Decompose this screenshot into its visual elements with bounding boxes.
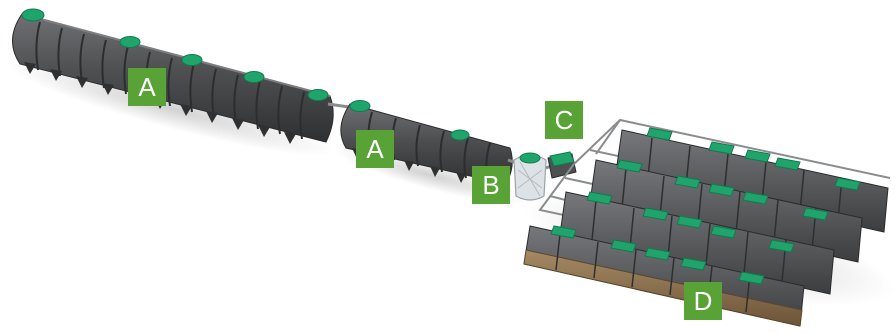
label-c-distribution-box: C — [545, 101, 583, 139]
label-a-large-tank: A — [128, 68, 166, 106]
drain-field-modules — [523, 127, 889, 327]
module-row-4 — [523, 225, 805, 327]
module-row-2 — [589, 159, 863, 263]
large-tank-a — [12, 8, 334, 144]
module-row-3 — [559, 191, 835, 295]
label-d-drain-field: D — [684, 282, 722, 320]
distribution-box — [547, 151, 577, 179]
label-b-filter: B — [472, 166, 510, 204]
label-a-small-tank: A — [356, 130, 394, 168]
filter-unit — [513, 152, 547, 201]
